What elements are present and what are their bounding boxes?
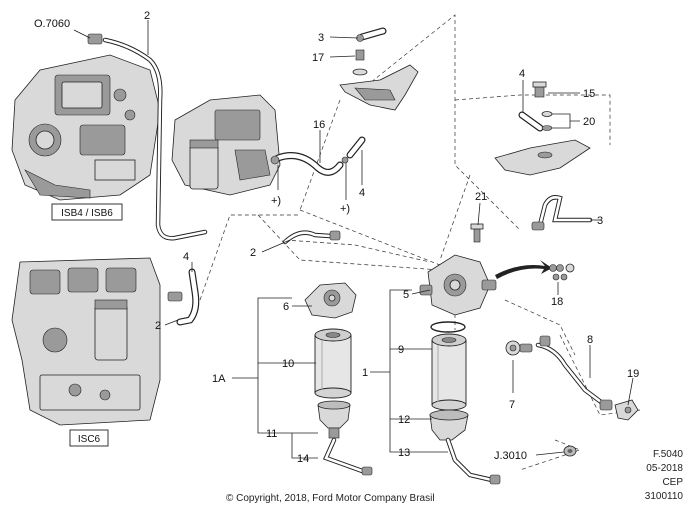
- hose-16: [270, 152, 344, 176]
- figure-date: 05-2018: [646, 463, 683, 474]
- callout-labels: O.7060 2 3 17 4 15 20 16 +) +) 4 21 3 2 …: [34, 10, 639, 465]
- fittings-18: [549, 263, 575, 281]
- dashed-relation-lines: [199, 14, 641, 471]
- figure-number: F.5040: [653, 449, 683, 460]
- callout-11: 11: [266, 428, 277, 440]
- callout-9: 9: [398, 344, 404, 356]
- callout-5: 5: [403, 289, 409, 301]
- callout-19: 19: [627, 368, 639, 380]
- isc-label-box: [69, 429, 109, 447]
- callout-13: 13: [398, 447, 410, 459]
- callout-o7060: O.7060: [34, 18, 70, 30]
- sensor-lead-13: [445, 437, 501, 485]
- callout-7: 7: [509, 399, 515, 411]
- callout-21: 21: [475, 191, 487, 203]
- callout-10: 10: [282, 358, 294, 370]
- callout-8: 8: [587, 334, 593, 346]
- callout-16: 16: [313, 119, 325, 131]
- isb-engine-illustration: [11, 54, 161, 201]
- leader-lines: [73, 20, 634, 459]
- filter-cartridge-10: [314, 328, 352, 399]
- callout-2-mid: 2: [250, 247, 256, 259]
- fuel-line-8: [535, 335, 613, 411]
- sensor-lead-14: [322, 437, 373, 476]
- callout-4-mid: 4: [359, 187, 365, 199]
- filter-head-6: [304, 282, 357, 319]
- hose-4-mid: [341, 136, 366, 164]
- callout-12: 12: [398, 414, 410, 426]
- filter-head-5: [419, 254, 552, 316]
- callout-j3010: J.3010: [494, 450, 527, 462]
- callout-20: 20: [583, 116, 595, 128]
- callout-3-right: 3: [597, 215, 603, 227]
- callout-4-upper: 4: [519, 68, 525, 80]
- isb-label-box: [51, 203, 123, 221]
- fuel-line-2-top: [87, 33, 208, 241]
- filter-9-assembly: [429, 321, 469, 441]
- callout-1: 1: [362, 367, 368, 379]
- water-bowl-11: [317, 400, 351, 439]
- isc-engine-illustration: [11, 257, 161, 426]
- callout-2-left: 2: [155, 320, 161, 332]
- fuel-line-3-right: [531, 195, 593, 231]
- fitting-19: [614, 399, 639, 421]
- top-fitting-parts: [339, 27, 419, 111]
- figure-cep: CEP: [662, 477, 683, 488]
- callout-18: 18: [551, 296, 563, 308]
- callout-3-top: 3: [318, 32, 324, 44]
- callout-15: 15: [583, 88, 595, 100]
- callout-4-left: 4: [183, 251, 189, 263]
- isc-engine-label: ISC6: [78, 434, 101, 445]
- right-upper-parts: [494, 81, 591, 176]
- callout-1A: 1A: [212, 373, 226, 385]
- banjo-fitting-7: [505, 340, 533, 356]
- callout-2-top: 2: [144, 10, 150, 22]
- screw-21: [470, 223, 484, 243]
- isb-engine-label: ISB4 / ISB6: [61, 208, 113, 219]
- callout-plus-b: +): [340, 203, 350, 215]
- figure-code: 3100110: [645, 491, 684, 502]
- callout-6: 6: [283, 301, 289, 313]
- j3010-fitting: [563, 445, 577, 457]
- copyright-notice: © Copyright, 2018, Ford Motor Company Br…: [226, 493, 435, 504]
- callout-plus-a: +): [271, 195, 281, 207]
- fuel-line-2-mid: [282, 230, 341, 245]
- hose-4-left: [167, 268, 200, 326]
- callout-14: 14: [297, 453, 309, 465]
- callout-17: 17: [312, 52, 324, 64]
- isb-filter-closeup: [171, 94, 281, 196]
